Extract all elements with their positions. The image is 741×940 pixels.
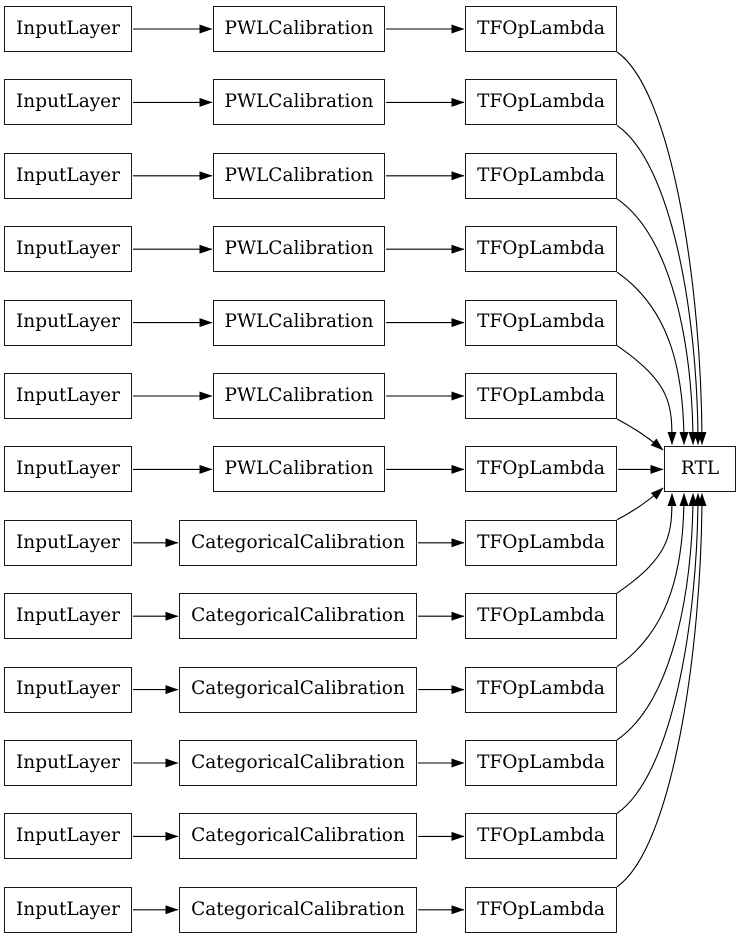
node-pwlcalibration-label: PWLCalibration [224,237,374,259]
node-inputlayer: InputLayer [4,740,132,786]
node-inputlayer-label: InputLayer [16,17,120,39]
node-tfoplambda: TFOpLambda [465,79,617,126]
node-tfoplambda: TFOpLambda [465,813,617,860]
node-categoricalcalibration-label: CategoricalCalibration [191,604,405,626]
edge-lambda-to-rtl [616,493,698,741]
node-pwlcalibration-label: PWLCalibration [224,311,374,333]
node-inputlayer-label: InputLayer [16,237,120,259]
edge-lambda-to-rtl [616,487,664,521]
node-inputlayer-label: InputLayer [16,678,120,700]
edge-lambda-to-rtl [616,493,703,814]
node-pwlcalibration: PWLCalibration [213,152,385,199]
node-pwlcalibration-label: PWLCalibration [224,17,374,39]
node-tfoplambda: TFOpLambda [465,299,617,346]
node-categoricalcalibration: CategoricalCalibration [179,519,417,566]
node-rtl: RTL [664,446,736,492]
edge-lambda-to-rtl [616,493,707,888]
node-categoricalcalibration: CategoricalCalibration [179,813,417,860]
node-tfoplambda: TFOpLambda [465,886,617,933]
edge-lambda-to-rtl [616,418,664,451]
node-tfoplambda: TFOpLambda [465,519,617,566]
node-inputlayer: InputLayer [4,519,132,566]
node-tfoplambda: TFOpLambda [465,152,617,199]
node-categoricalcalibration: CategoricalCalibration [179,593,417,640]
edge-lambda-to-rtl [616,493,677,594]
node-inputlayer: InputLayer [4,299,132,346]
node-pwlcalibration-label: PWLCalibration [224,164,374,186]
node-inputlayer: InputLayer [4,813,132,860]
node-inputlayer-label: InputLayer [16,164,120,186]
node-inputlayer-label: InputLayer [16,604,120,626]
node-tfoplambda-label: TFOpLambda [477,164,605,186]
node-inputlayer-label: InputLayer [16,898,120,920]
node-inputlayer-label: InputLayer [16,384,120,406]
node-pwlcalibration: PWLCalibration [213,373,385,419]
node-inputlayer: InputLayer [4,593,132,640]
node-categoricalcalibration: CategoricalCalibration [179,666,417,713]
node-categoricalcalibration-label: CategoricalCalibration [191,825,405,847]
node-inputlayer: InputLayer [4,6,132,52]
edge-lambda-to-rtl [616,271,689,445]
node-inputlayer: InputLayer [4,152,132,199]
node-pwlcalibration: PWLCalibration [213,79,385,126]
node-tfoplambda-label: TFOpLambda [477,531,605,553]
node-categoricalcalibration: CategoricalCalibration [179,886,417,933]
node-categoricalcalibration-label: CategoricalCalibration [191,531,405,553]
node-tfoplambda-label: TFOpLambda [477,237,605,259]
node-tfoplambda: TFOpLambda [465,593,617,640]
node-rtl-label: RTL [680,457,720,479]
node-tfoplambda: TFOpLambda [465,6,617,52]
node-tfoplambda-label: TFOpLambda [477,17,605,39]
node-inputlayer-label: InputLayer [16,91,120,113]
node-categoricalcalibration-label: CategoricalCalibration [191,678,405,700]
edge-lambda-to-rtl [616,198,698,445]
node-inputlayer: InputLayer [4,886,132,933]
node-inputlayer-label: InputLayer [16,751,120,773]
node-inputlayer-label: InputLayer [16,531,120,553]
node-pwlcalibration: PWLCalibration [213,299,385,346]
node-tfoplambda-label: TFOpLambda [477,458,605,480]
node-inputlayer: InputLayer [4,226,132,273]
node-tfoplambda-label: TFOpLambda [477,825,605,847]
node-inputlayer: InputLayer [4,446,132,493]
node-inputlayer-label: InputLayer [16,458,120,480]
edge-lambda-to-rtl [616,493,689,668]
node-tfoplambda: TFOpLambda [465,373,617,419]
node-categoricalcalibration-label: CategoricalCalibration [191,751,405,773]
node-inputlayer: InputLayer [4,666,132,713]
node-pwlcalibration: PWLCalibration [213,6,385,52]
node-tfoplambda: TFOpLambda [465,666,617,713]
node-tfoplambda-label: TFOpLambda [477,384,605,406]
node-inputlayer: InputLayer [4,373,132,419]
node-pwlcalibration-label: PWLCalibration [224,458,374,480]
edge-lambda-to-rtl [616,345,677,445]
node-inputlayer: InputLayer [4,79,132,126]
node-pwlcalibration-label: PWLCalibration [224,384,374,406]
node-tfoplambda-label: TFOpLambda [477,678,605,700]
node-tfoplambda-label: TFOpLambda [477,898,605,920]
node-pwlcalibration-label: PWLCalibration [224,91,374,113]
node-tfoplambda: TFOpLambda [465,740,617,786]
node-inputlayer-label: InputLayer [16,311,120,333]
node-tfoplambda: TFOpLambda [465,226,617,273]
node-tfoplambda-label: TFOpLambda [477,311,605,333]
node-pwlcalibration: PWLCalibration [213,446,385,493]
node-categoricalcalibration-label: CategoricalCalibration [191,898,405,920]
node-tfoplambda-label: TFOpLambda [477,91,605,113]
node-tfoplambda: TFOpLambda [465,446,617,493]
edge-lambda-to-rtl [616,51,707,445]
node-tfoplambda-label: TFOpLambda [477,604,605,626]
node-inputlayer-label: InputLayer [16,825,120,847]
node-pwlcalibration: PWLCalibration [213,226,385,273]
node-tfoplambda-label: TFOpLambda [477,751,605,773]
edge-lambda-to-rtl [616,124,703,445]
node-categoricalcalibration: CategoricalCalibration [179,740,417,786]
